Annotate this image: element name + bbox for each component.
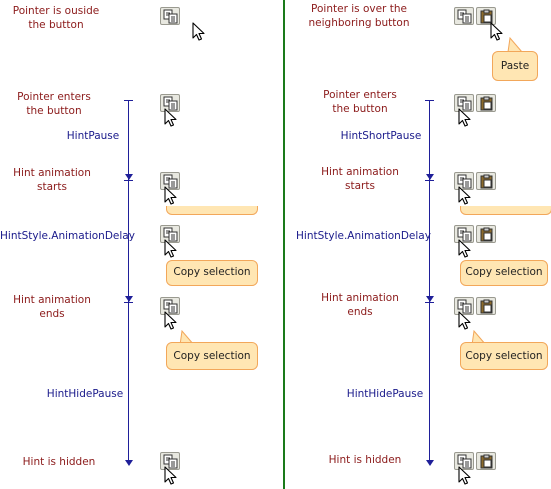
right-tick-anim-end <box>425 302 434 303</box>
hint-copy-selection: Copy selection <box>166 342 258 370</box>
paste-button[interactable] <box>476 452 496 470</box>
left-state-outside: Pointer is ouside the button <box>12 5 100 31</box>
paste-icon <box>480 299 493 314</box>
copy-button[interactable] <box>454 452 474 470</box>
left-interval-pause: HintPause <box>66 130 120 142</box>
hint-copy-selection: Copy selection <box>460 260 548 286</box>
left-tick-anim-start <box>124 180 133 181</box>
left-arrow-anim-end <box>125 296 133 302</box>
right-arrow-anim-end <box>426 296 434 302</box>
mouse-pointer-icon <box>164 239 177 258</box>
left-tick-anim-end <box>124 302 133 303</box>
right-arrow-hidden <box>426 460 434 466</box>
right-state-anim-end: Hint animation ends <box>321 292 399 318</box>
hint-tail <box>507 37 523 53</box>
left-state-enters: Pointer enters the button <box>17 91 91 117</box>
left-interval-delay: HintStyle.AnimationDelay <box>0 230 135 242</box>
hint-bottom-edge <box>166 206 258 215</box>
mouse-pointer-icon <box>164 108 177 127</box>
left-interval-hide: HintHidePause <box>46 388 124 400</box>
left-state-anim-start: Hint animation starts <box>13 167 91 193</box>
right-state-hidden: Hint is hidden <box>328 454 402 466</box>
copy-button[interactable] <box>454 94 474 112</box>
right-interval-delay: HintStyle.AnimationDelay <box>296 230 431 242</box>
mouse-pointer-icon <box>458 466 471 485</box>
mouse-pointer-icon <box>192 22 205 41</box>
hint-bottom-edge <box>460 206 551 215</box>
hint-paste: Paste <box>492 51 538 81</box>
right-tick-anim-start <box>425 180 434 181</box>
copy-button[interactable] <box>454 297 474 315</box>
mouse-pointer-icon <box>164 186 177 205</box>
right-interval-pause: HintShortPause <box>340 130 422 142</box>
copy-button[interactable] <box>454 7 474 25</box>
copy-icon <box>163 9 178 24</box>
hint-copy-selection: Copy selection <box>166 260 258 286</box>
mouse-pointer-icon <box>164 311 177 330</box>
right-state-anim-start: Hint animation starts <box>321 166 399 192</box>
paste-button[interactable] <box>476 297 496 315</box>
paste-icon <box>480 174 493 189</box>
left-state-hidden: Hint is hidden <box>22 456 96 468</box>
copy-button[interactable] <box>454 225 474 243</box>
copy-button[interactable] <box>160 452 180 470</box>
paste-icon <box>480 454 493 469</box>
hint-tail <box>179 330 195 346</box>
left-tick-enter <box>124 100 133 101</box>
right-arrow-anim-start <box>426 174 434 180</box>
right-interval-hide: HintHidePause <box>346 388 424 400</box>
left-arrow-anim-start <box>125 174 133 180</box>
hint-copy-selection: Copy selection <box>460 342 548 370</box>
copy-button[interactable] <box>160 225 180 243</box>
copy-button[interactable] <box>454 172 474 190</box>
mouse-pointer-icon <box>458 186 471 205</box>
right-state-over-neighbor: Pointer is over the neighboring button <box>308 3 410 29</box>
right-tick-enter <box>425 100 434 101</box>
copy-button[interactable] <box>160 94 180 112</box>
copy-button[interactable] <box>160 172 180 190</box>
paste-button[interactable] <box>476 172 496 190</box>
right-state-enters: Pointer enters the button <box>323 89 397 115</box>
mouse-pointer-icon <box>458 239 471 258</box>
mouse-pointer-icon <box>164 466 177 485</box>
hint-tail <box>471 330 487 346</box>
copy-button[interactable] <box>160 297 180 315</box>
mouse-pointer-icon <box>458 108 471 127</box>
paste-button[interactable] <box>476 225 496 243</box>
copy-icon <box>457 9 472 24</box>
panel-divider <box>283 0 285 489</box>
paste-button[interactable] <box>476 94 496 112</box>
left-arrow-hidden <box>125 460 133 466</box>
paste-icon <box>480 227 493 242</box>
copy-button[interactable] <box>160 7 180 25</box>
right-timeline <box>429 100 430 462</box>
mouse-pointer-icon <box>458 311 471 330</box>
paste-icon <box>480 96 493 111</box>
mouse-pointer-icon <box>490 22 503 41</box>
paste-button[interactable] <box>476 7 496 25</box>
left-timeline <box>128 100 129 462</box>
left-state-anim-end: Hint animation ends <box>13 294 91 320</box>
